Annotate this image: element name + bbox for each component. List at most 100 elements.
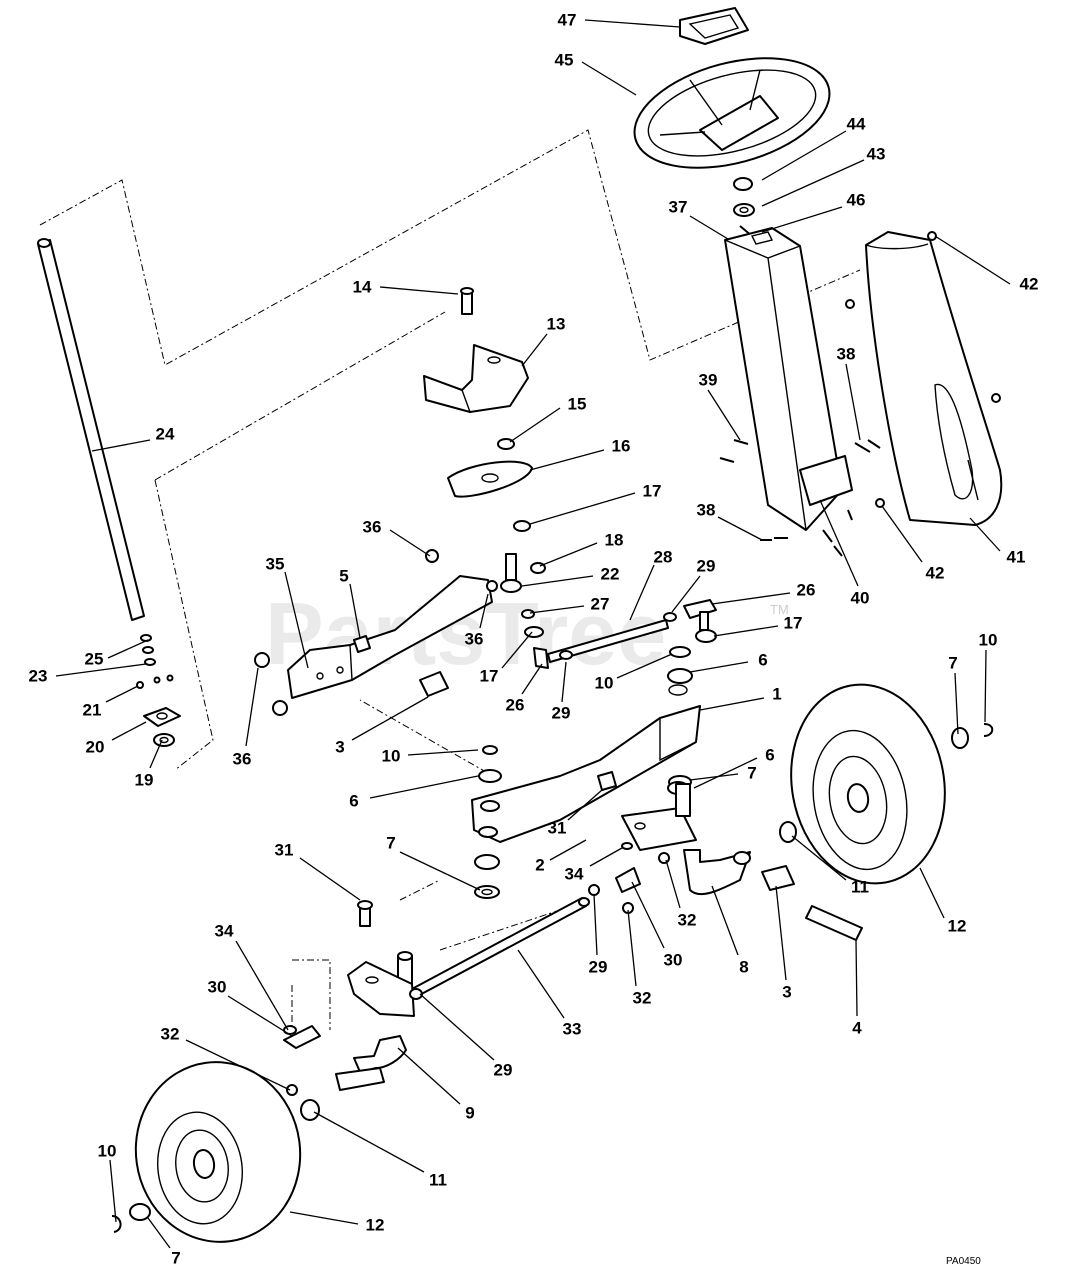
callout-number: 21 bbox=[83, 701, 102, 720]
upper-pin bbox=[460, 287, 474, 315]
callout-leader bbox=[561, 661, 567, 703]
callout-c39: 39 bbox=[699, 371, 741, 441]
callout-number: 7 bbox=[386, 834, 395, 853]
callout-number: 8 bbox=[739, 958, 748, 977]
callout-leader bbox=[501, 631, 533, 669]
callout-c10a: 10 bbox=[979, 631, 997, 723]
spindle-stack-right bbox=[667, 629, 717, 684]
callout-number: 12 bbox=[366, 1216, 385, 1235]
callout-leader bbox=[954, 672, 959, 735]
callout-c26b: 26 bbox=[506, 663, 543, 715]
callout-number: 36 bbox=[465, 630, 484, 649]
callout-c29a: 29 bbox=[671, 557, 715, 613]
callout-c7b: 7 bbox=[689, 764, 757, 783]
callout-leader bbox=[509, 407, 561, 443]
callout-leader bbox=[407, 749, 479, 756]
callout-number: 1 bbox=[772, 685, 781, 704]
callout-number: 13 bbox=[547, 315, 566, 334]
callout-number: 10 bbox=[595, 674, 614, 693]
callout-leader bbox=[227, 995, 293, 1037]
callout-leader bbox=[693, 757, 758, 789]
callout-c14: 14 bbox=[353, 278, 459, 297]
callout-c11b: 11 bbox=[313, 1111, 447, 1190]
callout-c6c: 6 bbox=[349, 775, 479, 811]
callout-number: 32 bbox=[633, 989, 652, 1008]
hub-washer bbox=[733, 203, 755, 217]
drag-link bbox=[547, 619, 669, 663]
callout-number: 24 bbox=[156, 425, 175, 444]
callout-c38a: 38 bbox=[837, 345, 861, 441]
callout-number: 32 bbox=[161, 1025, 180, 1044]
callout-number: 23 bbox=[29, 667, 48, 686]
callout-leader bbox=[616, 653, 673, 679]
callout-number: 29 bbox=[552, 704, 571, 723]
callout-c26a: 26 bbox=[711, 581, 815, 605]
callout-c5: 5 bbox=[339, 567, 361, 639]
sector-plate bbox=[447, 460, 533, 498]
bushing-tube-lower bbox=[761, 865, 795, 891]
callout-leader bbox=[351, 696, 429, 741]
callout-c37: 37 bbox=[669, 198, 729, 240]
callout-number: 33 bbox=[563, 1020, 582, 1039]
callout-leader bbox=[671, 575, 701, 613]
callout-number: 46 bbox=[847, 191, 866, 210]
tie-rod-end-left bbox=[283, 1025, 321, 1096]
callout-leader bbox=[529, 605, 585, 614]
callout-c28: 28 bbox=[629, 548, 672, 621]
callout-leader bbox=[761, 130, 847, 181]
callout-number: 42 bbox=[926, 564, 945, 583]
callout-number: 31 bbox=[548, 819, 567, 838]
callout-leader bbox=[689, 773, 739, 781]
right-spindle bbox=[621, 783, 697, 851]
callout-leader bbox=[289, 1211, 359, 1225]
callout-c11a: 11 bbox=[791, 835, 869, 897]
callout-c8: 8 bbox=[711, 885, 749, 977]
callout-leader bbox=[284, 571, 309, 669]
callout-number: 34 bbox=[565, 865, 584, 884]
callout-number: 7 bbox=[747, 764, 756, 783]
callout-leader bbox=[299, 857, 361, 901]
tie-rod bbox=[409, 897, 590, 999]
callout-c21: 21 bbox=[83, 685, 139, 720]
callout-c12b: 12 bbox=[289, 1211, 385, 1235]
callout-leader bbox=[399, 851, 481, 891]
callout-number: 44 bbox=[847, 115, 866, 134]
callout-number: 29 bbox=[494, 1061, 513, 1080]
callout-c7c: 7 bbox=[386, 834, 481, 891]
callout-number: 38 bbox=[697, 501, 716, 520]
callout-c3b: 3 bbox=[775, 885, 792, 1002]
callout-leader bbox=[245, 667, 259, 747]
callout-leader bbox=[845, 363, 861, 441]
callout-number: 10 bbox=[98, 1142, 117, 1161]
callout-leader bbox=[55, 663, 147, 677]
callout-c10d: 10 bbox=[98, 1142, 117, 1223]
callout-number: 10 bbox=[382, 747, 401, 766]
callout-number: 11 bbox=[851, 878, 869, 897]
callout-leader bbox=[717, 516, 763, 541]
callout-c46: 46 bbox=[761, 191, 866, 233]
callout-c30a: 30 bbox=[631, 881, 682, 970]
callout-leader bbox=[711, 592, 791, 605]
callout-leader bbox=[627, 909, 637, 987]
callout-leader bbox=[707, 389, 741, 441]
callout-c20: 20 bbox=[86, 721, 147, 757]
callout-number: 37 bbox=[669, 198, 688, 217]
axle-bolts bbox=[357, 771, 617, 927]
callout-leader bbox=[517, 949, 565, 1019]
spindle-arm-right bbox=[683, 849, 751, 896]
callout-c45: 45 bbox=[555, 51, 637, 96]
callout-c29c: 29 bbox=[589, 893, 607, 977]
callout-leader bbox=[185, 1039, 291, 1091]
wheel-right bbox=[790, 683, 946, 885]
callout-leader bbox=[589, 847, 623, 867]
callout-number: 2 bbox=[535, 856, 544, 875]
front-axle bbox=[471, 684, 701, 843]
callout-leader bbox=[397, 1047, 461, 1105]
callout-leader bbox=[761, 159, 865, 207]
callout-number: 17 bbox=[480, 667, 499, 686]
drawing-code: PA0450 bbox=[946, 1256, 981, 1267]
callout-leader bbox=[529, 449, 605, 471]
callout-c40: 40 bbox=[819, 499, 869, 608]
callout-number: 16 bbox=[612, 437, 631, 456]
callout-number: 38 bbox=[837, 345, 856, 364]
